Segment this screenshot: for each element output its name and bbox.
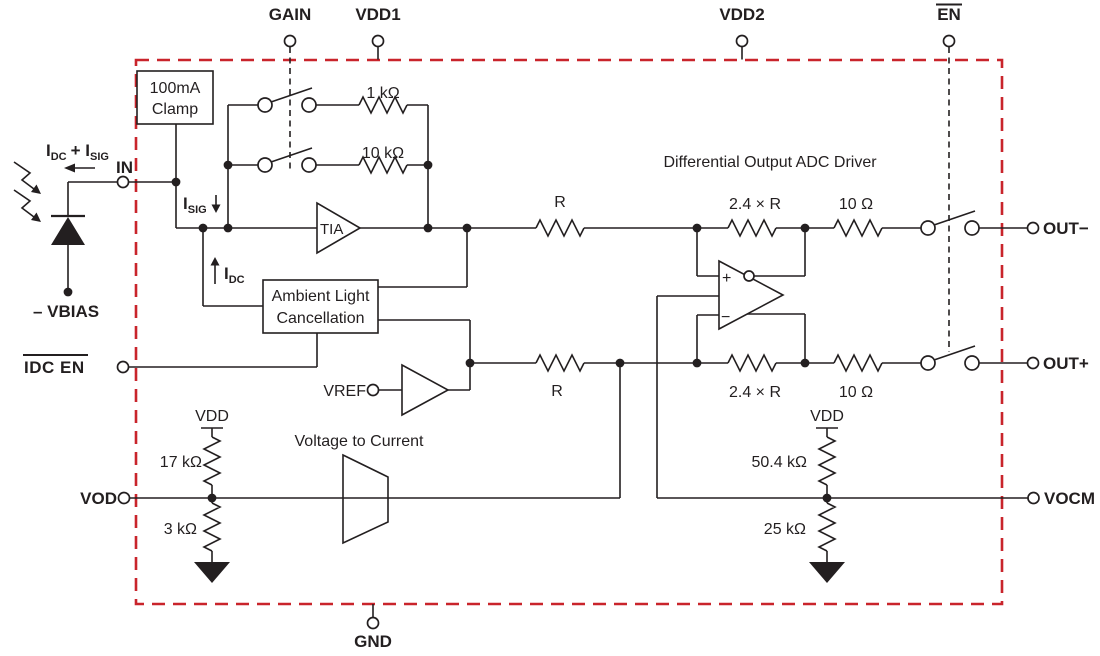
resistor-label-10ohm-bottom: 10 Ω: [839, 384, 873, 401]
resistor-label-10ohm-top: 10 Ω: [839, 196, 873, 213]
resistor-label-r-bottom: R: [551, 383, 563, 400]
pin-vocm: [1027, 491, 1040, 505]
pin-label-gain: GAIN: [269, 5, 312, 24]
arrow-up-icon: [210, 257, 220, 266]
clamp-label-2: Clamp: [152, 101, 198, 118]
label-isig: ISIG: [183, 194, 207, 216]
current-arrows: [64, 163, 221, 284]
label-idc: IDC: [224, 264, 245, 286]
alc-label-2: Cancellation: [276, 310, 364, 327]
device-boundary: [134, 58, 1004, 606]
arrow-down-icon: [211, 204, 221, 213]
label-vdd-left: VDD: [195, 408, 229, 425]
pin-gnd: [366, 616, 380, 630]
pin-in: [116, 175, 130, 189]
resistor-label-3k: 3 kΩ: [164, 521, 197, 538]
diff-amp-inverting-bubble: [743, 270, 755, 282]
alc-label-1: Ambient Light: [272, 288, 370, 305]
resistor-label-2p4r-bottom: 2.4 × R: [729, 384, 781, 401]
label-vbias: – VBIAS: [33, 302, 99, 321]
driver-title: Differential Output ADC Driver: [663, 154, 877, 171]
label-vref: VREF: [323, 383, 366, 400]
pin-en: [942, 34, 956, 48]
resistor-label-2p4r-top: 2.4 × R: [729, 196, 781, 213]
clamp-label-1: 100mA: [150, 80, 201, 97]
tia-amp-symbol: [316, 201, 362, 255]
label-vdd-right: VDD: [810, 408, 844, 425]
pin-vref: [366, 383, 380, 397]
amp-minus-mark: −: [721, 309, 730, 326]
pin-label-vdd1: VDD1: [355, 5, 400, 24]
pin-label-vocm: VOCM: [1044, 489, 1095, 508]
resistor-label-50p4k: 50.4 kΩ: [751, 454, 807, 471]
resistor-label-10k: 10 kΩ: [362, 145, 404, 162]
pin-label-vdd2: VDD2: [719, 5, 764, 24]
label-idc-plus-isig: IDC+ ISIG: [46, 141, 109, 163]
pin-terminals: [116, 34, 1040, 630]
pin-label-gnd: GND: [354, 632, 392, 651]
photodiode: [13, 161, 85, 245]
junction-dots: [63, 160, 832, 503]
pin-idc-en: [116, 360, 130, 374]
photodiode-triangle: [51, 217, 85, 245]
v2i-label: Voltage to Current: [295, 433, 425, 450]
vref-buffer-symbol: [401, 363, 450, 417]
amp-plus-mark: +: [722, 270, 731, 287]
resistor-label-r-top: R: [554, 194, 566, 211]
pin-vdd1: [371, 34, 385, 48]
pin-gain: [283, 34, 297, 48]
pin-label-out-neg: OUT−: [1043, 219, 1089, 238]
pin-out-neg: [1026, 221, 1040, 235]
resistor-label-17k: 17 kΩ: [160, 454, 202, 471]
pin-vdd2: [735, 34, 749, 48]
pin-label-en: EN: [937, 5, 961, 24]
pin-vod: [117, 491, 131, 505]
alc-block: [262, 279, 379, 334]
tia-label: TIA: [320, 221, 343, 238]
pin-label-idc-en: IDC EN: [24, 358, 85, 377]
arrow-left-icon: [64, 163, 75, 173]
clamp-block: [136, 70, 214, 125]
resistor-label-1k: 1 kΩ: [366, 85, 399, 102]
resistor-label-25k: 25 kΩ: [764, 521, 806, 538]
pin-out-pos: [1026, 356, 1040, 370]
pin-label-out-pos: OUT+: [1043, 354, 1089, 373]
v2i-block: [342, 453, 389, 545]
pin-label-in: IN: [116, 158, 133, 177]
pin-label-vod: VOD: [80, 489, 117, 508]
